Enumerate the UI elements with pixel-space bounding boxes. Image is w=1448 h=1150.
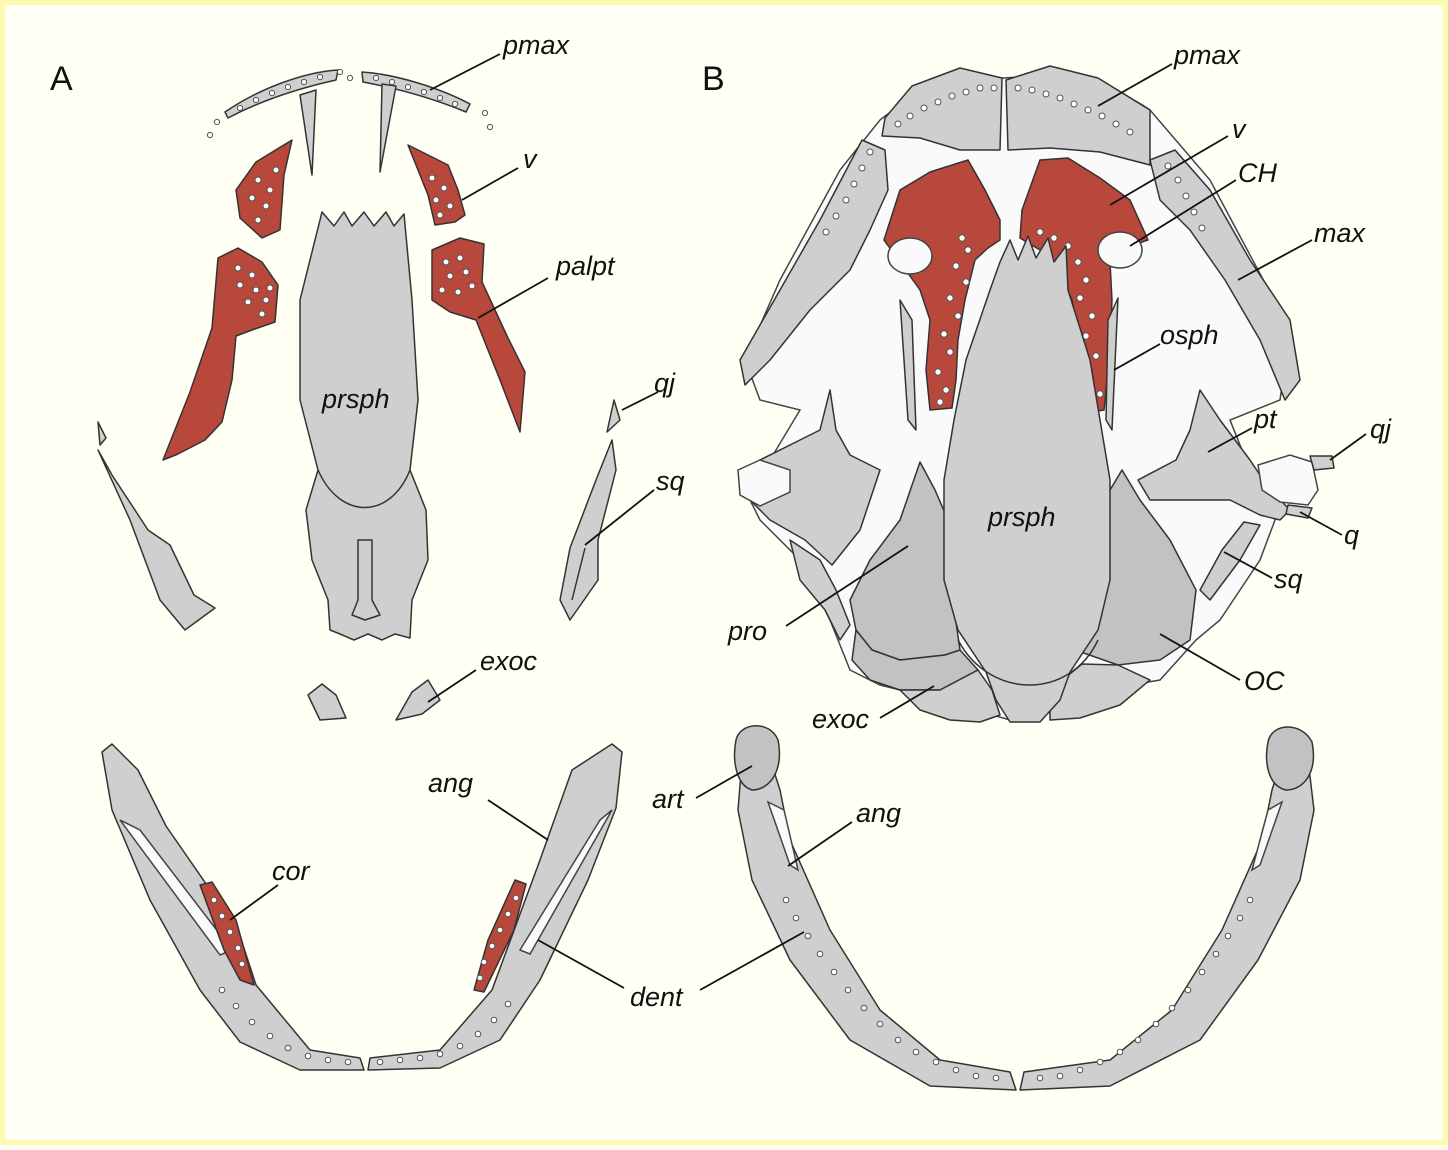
label-exoc-a: exoc bbox=[480, 646, 538, 676]
label-sq-a: sq bbox=[656, 466, 685, 496]
label-pmax-a: pmax bbox=[502, 30, 571, 60]
label-pt-b: pt bbox=[1253, 404, 1278, 434]
label-qj-a: qj bbox=[654, 368, 676, 398]
a-palatopterygoid-right bbox=[432, 238, 525, 432]
a-exoccipital-right bbox=[396, 680, 440, 720]
b-articular-right bbox=[1267, 727, 1314, 790]
label-v-b: v bbox=[1232, 114, 1247, 144]
panel-b: B bbox=[652, 40, 1392, 1090]
label-q-b: q bbox=[1344, 520, 1359, 550]
b-quadratojugal-right bbox=[1310, 456, 1334, 470]
label-exoc-b: exoc bbox=[812, 704, 870, 734]
a-premaxilla-process-left bbox=[300, 90, 316, 175]
a-jaw-left bbox=[102, 744, 364, 1070]
a-exoccipital-left bbox=[308, 684, 346, 720]
label-qj-b: qj bbox=[1370, 414, 1392, 444]
label-ang-a: ang bbox=[428, 768, 473, 798]
label-palpt-a: palpt bbox=[555, 251, 616, 281]
a-premaxilla-process-right bbox=[380, 84, 396, 172]
label-art-b: art bbox=[652, 784, 685, 814]
label-max-b: max bbox=[1314, 218, 1367, 248]
panel-b-letter: B bbox=[702, 60, 725, 98]
label-dent-a: dent bbox=[630, 982, 684, 1012]
panel-a-letter: A bbox=[50, 60, 73, 98]
label-sq-b: sq bbox=[1274, 564, 1303, 594]
label-prsph-a: prsph bbox=[321, 384, 390, 414]
label-cor-a: cor bbox=[272, 856, 311, 886]
a-vomer-left bbox=[236, 140, 292, 238]
label-prsph-b: prsph bbox=[987, 502, 1056, 532]
panel-a: A bbox=[50, 30, 685, 1070]
b-choana-left bbox=[888, 238, 932, 274]
b-choana-right bbox=[1098, 232, 1142, 268]
a-palatopterygoid-left bbox=[163, 248, 278, 460]
label-pro-b: pro bbox=[727, 616, 767, 646]
label-ch-b: CH bbox=[1238, 158, 1277, 188]
b-jaw-left bbox=[738, 740, 1016, 1090]
a-vomer-right bbox=[408, 145, 465, 225]
label-pmax-b: pmax bbox=[1173, 40, 1242, 70]
label-ang-b: ang bbox=[856, 798, 901, 828]
label-v-a: v bbox=[523, 144, 538, 174]
a-squamosal-left bbox=[98, 450, 215, 630]
a-quadratojugal-right bbox=[607, 400, 620, 432]
a-squamosal-left-fragment bbox=[98, 422, 106, 445]
label-oc-b: OC bbox=[1244, 666, 1285, 696]
label-osph-b: osph bbox=[1160, 320, 1219, 350]
a-squamosal-right bbox=[560, 440, 616, 620]
b-jaw-right bbox=[1020, 740, 1314, 1090]
